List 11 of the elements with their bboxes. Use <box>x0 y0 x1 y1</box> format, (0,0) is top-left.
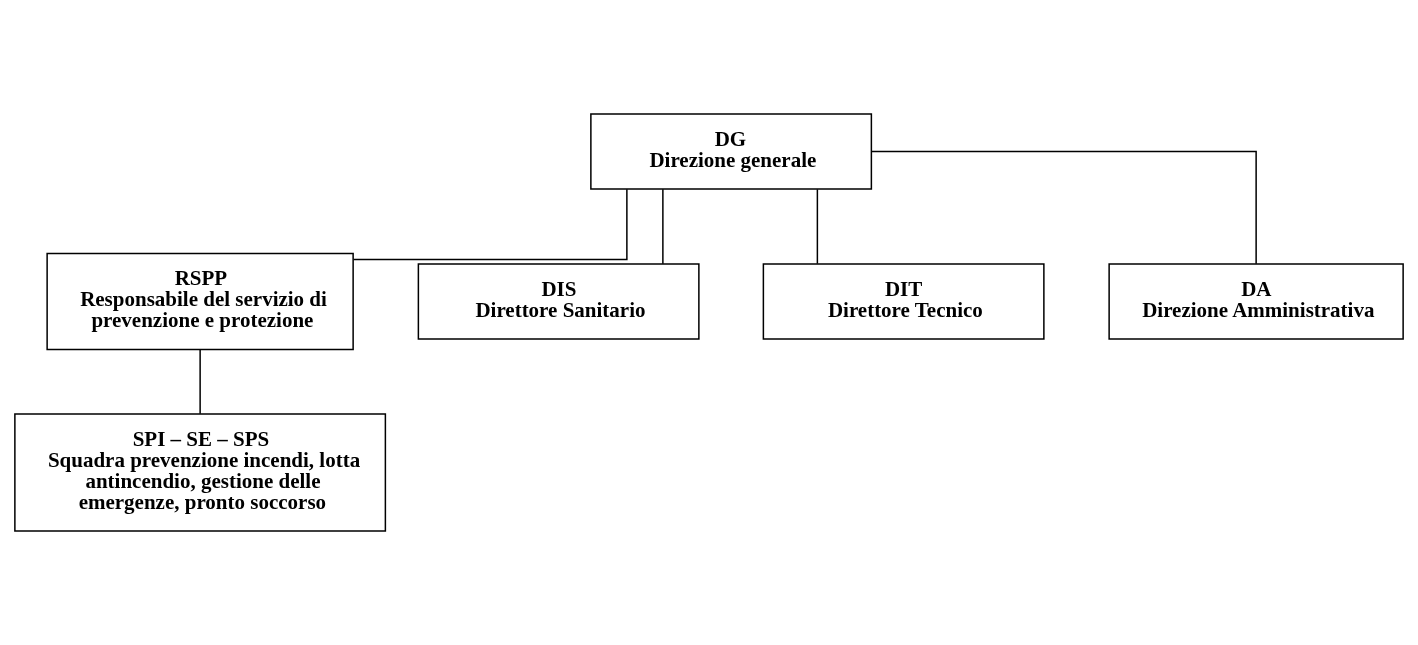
node-box: SPI – SE – SPS Squadra prevenzione incendi, lotta antincendio, gestione delle emergenze, pronto soccorso <box>14 413 387 532</box>
connector <box>816 188 819 265</box>
node-box: DIS Direttore Sanitario <box>417 263 700 340</box>
node-box: RSPP Responsabile del servizio di prevenzione e protezione <box>46 252 354 351</box>
connector <box>199 348 201 415</box>
node-box: DIT Direttore Tecnico <box>762 263 1045 340</box>
connector <box>352 188 628 261</box>
connector <box>871 150 1257 265</box>
node-box: DG Direzione generale <box>590 113 873 190</box>
node-box: DA Direzione Amministrativa <box>1108 263 1404 340</box>
connector <box>662 188 664 265</box>
